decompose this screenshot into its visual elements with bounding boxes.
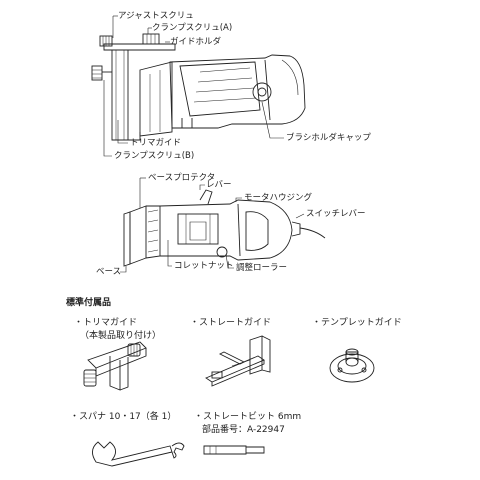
accessory-part-number: 部品番号：A-22947 xyxy=(202,425,285,435)
label-brush-holder-cap: ブラシホルダキャップ xyxy=(286,133,371,143)
accessory-straight-guide-illustration xyxy=(205,335,271,387)
label-adjust-screw: アジャストスクリュ xyxy=(118,11,194,21)
label-base: ベース xyxy=(96,267,122,277)
label-clamp-screw-b: クランプスクリュ(B) xyxy=(114,151,195,161)
label-switch-lever: スイッチレバー xyxy=(306,209,366,219)
label-motor-housing: モータハウジング xyxy=(244,193,313,203)
accessory-trimmer-guide-illustration xyxy=(83,341,147,391)
accessory-label-templet-guide: ・テンプレットガイド xyxy=(312,318,402,328)
accessory-spanner-illustration xyxy=(92,441,185,467)
trimmer-front-diagram xyxy=(120,177,326,273)
label-base-protector: ベースプロテクタ xyxy=(148,173,216,183)
label-collet-nut: コレットナット xyxy=(174,261,234,271)
accessory-label-straight-bit: ・ストレートビット 6mm xyxy=(194,412,302,422)
accessory-label-trimmer-guide: ・トリマガイド xyxy=(74,318,138,328)
accessories-heading: 標準付属品 xyxy=(66,298,112,308)
accessory-sub-trimmer-guide: （本製品取り付け） xyxy=(80,331,162,341)
accessory-label-spanner: ・スパナ 10・17（各 1） xyxy=(70,412,177,422)
label-adjust-roller: 調整ローラー xyxy=(236,263,288,273)
accessory-templet-guide-illustration xyxy=(329,348,375,383)
label-trimmer-guide: トリマガイド xyxy=(130,138,182,148)
label-lever: レバー xyxy=(206,180,232,190)
label-clamp-screw-a: クランプスクリュ(A) xyxy=(152,23,233,33)
trimmer-guide-diagram xyxy=(91,15,306,157)
label-guide-holder: ガイドホルダ xyxy=(170,37,222,47)
accessory-label-straight-guide: ・ストレートガイド xyxy=(190,318,272,328)
accessory-straight-bit-illustration xyxy=(203,445,265,455)
